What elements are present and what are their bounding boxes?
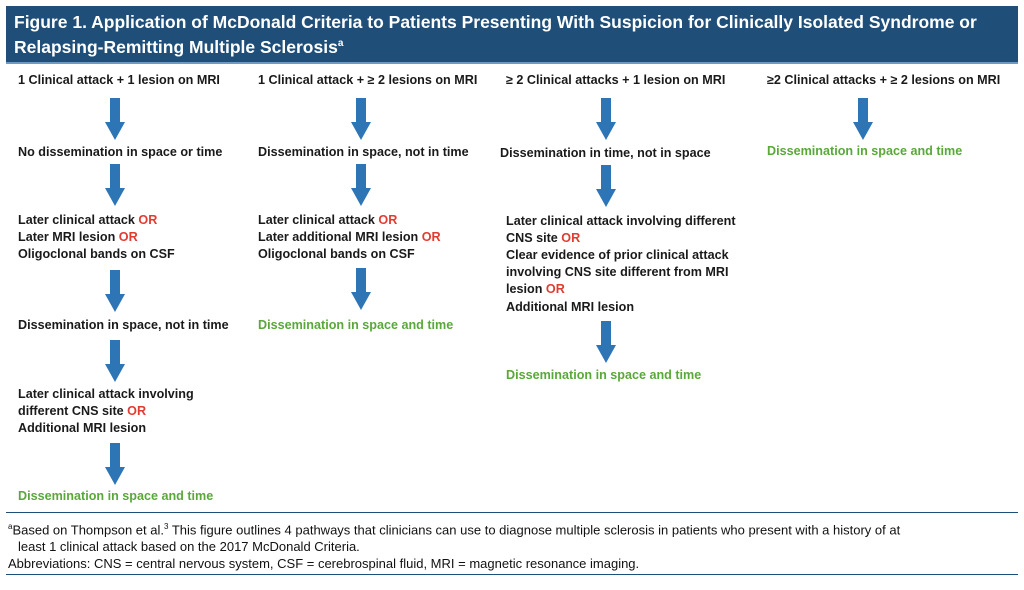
or-label: OR [421,230,441,244]
or-label: OR [138,213,158,227]
col1-step-4-line-3: Additional MRI lesion [18,421,147,435]
col3-step-2-line-2: CNS site OR [506,231,581,245]
footnote-line-1: aBased on Thompson et al.3 This figure o… [8,522,901,538]
footnote: aBased on Thompson et al.3 This figure o… [8,518,900,572]
arrow-down-icon [105,270,125,312]
arrow-down-icon [596,321,616,363]
arrow-down-icon [105,340,125,382]
col1-step-4-line-2: different CNS site OR [18,404,147,418]
col1-step-2-line-2: Later MRI lesion OR [18,230,138,244]
col2-step-2-line-3: Oligoclonal bands on CSF [258,247,415,261]
col2-result: Dissemination in space and time [258,318,454,332]
col3-step-1: Dissemination in time, not in space [500,146,711,160]
or-label: OR [545,282,565,296]
figure-title: Figure 1. Application of McDonald Criter… [6,6,1018,64]
col2-step-1: Dissemination in space, not in time [258,145,469,159]
arrow-down-icon [596,165,616,207]
col4-result: Dissemination in space and time [767,144,963,158]
arrow-down-icon [351,268,371,310]
or-label: OR [127,404,147,418]
divider-rule-bottom [6,574,1018,575]
col1-step-2-line-1: Later clinical attack OR [18,213,158,227]
abbreviations: Abbreviations: CNS = central nervous sys… [8,556,640,572]
arrow-down-icon [105,443,125,485]
col3-step-2-line-1: Later clinical attack involving differen… [506,214,736,228]
divider-rule-top [6,512,1018,513]
col4-header: ≥2 Clinical attacks + ≥ 2 lesions on MRI [767,73,1001,87]
col3-step-2-line-4: involving CNS site different from MRI [506,265,729,279]
title-line-1: Figure 1. Application of McDonald Criter… [14,12,977,32]
col2-step-2-line-1: Later clinical attack OR [258,213,398,227]
col1-step-1: No dissemination in space or time [18,145,223,159]
arrow-down-icon [596,98,616,140]
col3-header: ≥ 2 Clinical attacks + 1 lesion on MRI [506,73,726,87]
col1-step-2-line-3: Oligoclonal bands on CSF [18,247,175,261]
col3-step-2-line-5: lesion OR [506,282,565,296]
col1-step-3: Dissemination in space, not in time [18,318,229,332]
arrow-down-icon [351,98,371,140]
arrow-down-icon [105,164,125,206]
col2-step-2-line-2: Later additional MRI lesion OR [258,230,441,244]
col1-result: Dissemination in space and time [18,489,214,503]
col3-result: Dissemination in space and time [506,368,702,382]
col1-header: 1 Clinical attack + 1 lesion on MRI [18,73,220,87]
arrow-down-icon [351,164,371,206]
or-label: OR [118,230,138,244]
or-label: OR [561,231,581,245]
col3-step-2-line-3: Clear evidence of prior clinical attack [506,248,729,262]
arrow-down-icon [853,98,873,140]
or-label: OR [378,213,398,227]
col2-header: 1 Clinical attack + ≥ 2 lesions on MRI [258,73,478,87]
footnote-line-2: least 1 clinical attack based on the 201… [18,539,360,555]
col3-step-2-line-6: Additional MRI lesion [506,300,635,314]
col1-step-4-line-1: Later clinical attack involving [18,387,194,401]
title-line-2: Relapsing-Remitting Multiple Sclerosisa [14,36,344,57]
arrow-down-icon [105,98,125,140]
